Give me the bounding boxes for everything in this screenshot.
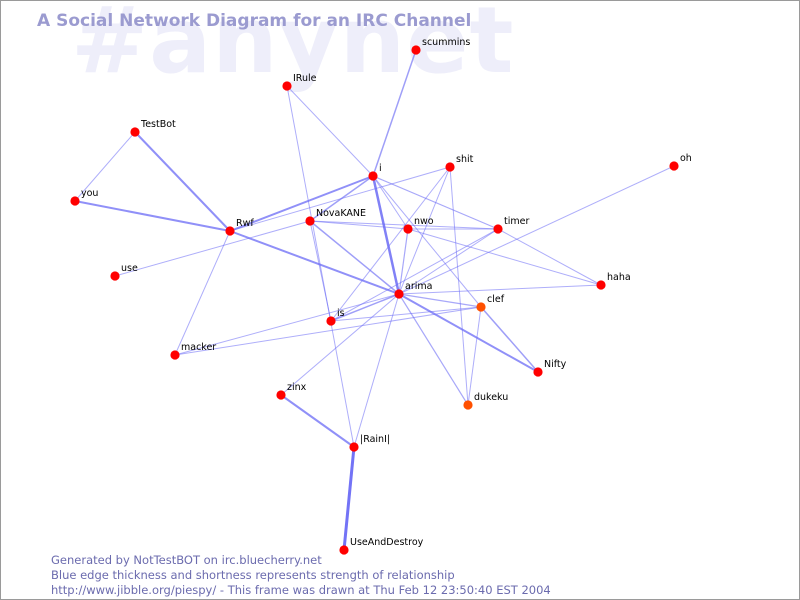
- node-label-scummins: scummins: [422, 37, 470, 48]
- edge-you-Rwf: [74, 200, 231, 232]
- edge-arima-IRainI: [353, 293, 400, 448]
- node-label-macker: macker: [181, 342, 216, 353]
- node-label-haha: haha: [607, 272, 631, 283]
- edge-is-clef: [330, 306, 482, 322]
- edge-IRainI-UseAndDestroy: [342, 446, 356, 551]
- node-label-use: use: [121, 263, 138, 274]
- edge-Rwf-macker: [174, 230, 231, 356]
- edge-arima-zinx: [280, 293, 400, 396]
- node-dukeku[interactable]: [463, 400, 473, 410]
- node-NovaKANE[interactable]: [305, 216, 315, 226]
- node-macker[interactable]: [170, 350, 180, 360]
- footer-url-timestamp: http://www.jibble.org/piespy/ - This fra…: [51, 583, 551, 597]
- edge-arima-haha: [398, 284, 602, 295]
- edge-timer-haha: [497, 228, 602, 286]
- edge-shit-is: [330, 166, 451, 322]
- edge-Rwf-arima: [229, 230, 400, 295]
- node-label-Rwf: Rwf: [236, 218, 254, 229]
- node-label-timer: timer: [504, 216, 529, 227]
- node-TestBot[interactable]: [130, 127, 140, 137]
- edge-IRule-IRainI: [286, 85, 355, 448]
- node-Nifty[interactable]: [533, 367, 543, 377]
- edge-i-clef: [372, 175, 482, 308]
- edge-NovaKANE-timer: [309, 220, 499, 230]
- edge-macker-clef: [174, 306, 482, 356]
- edge-i-nwo: [372, 175, 409, 230]
- node-you[interactable]: [70, 196, 80, 206]
- edge-Rwf-i: [229, 175, 374, 232]
- diagram-title: A Social Network Diagram for an IRC Chan…: [37, 11, 472, 31]
- channel-watermark: #anynet: [71, 0, 515, 94]
- edge-timer-arima: [398, 228, 499, 295]
- node-label-i: i: [379, 163, 382, 174]
- node-arima[interactable]: [394, 289, 404, 299]
- node-use[interactable]: [110, 271, 120, 281]
- edge-NovaKANE-nwo: [309, 220, 409, 230]
- edge-zinx-IRainI: [280, 394, 355, 448]
- node-is[interactable]: [326, 316, 336, 326]
- node-label-nwo: nwo: [414, 216, 434, 227]
- edge-IRule-i: [286, 85, 374, 177]
- edge-is-arima: [330, 293, 400, 322]
- edge-TestBot-Rwf: [134, 131, 231, 232]
- edge-use-NovaKANE: [114, 220, 311, 277]
- node-UseAndDestroy[interactable]: [339, 545, 349, 555]
- footer: Generated by NotTestBOT on irc.bluecherr…: [51, 553, 551, 598]
- edge-NovaKANE-arima: [309, 220, 400, 295]
- edge-nwo-haha: [407, 228, 602, 286]
- edges-layer: [74, 49, 675, 551]
- node-label-IRule: IRule: [293, 73, 317, 84]
- node-IRainI[interactable]: [349, 442, 359, 452]
- node-label-UseAndDestroy: UseAndDestroy: [350, 537, 424, 548]
- node-label-TestBot: TestBot: [140, 119, 176, 130]
- node-IRule[interactable]: [282, 81, 292, 91]
- edge-shit-Rwf: [229, 166, 451, 232]
- edge-arima-dukeku: [398, 293, 469, 406]
- node-label-zinx: zinx: [287, 382, 307, 393]
- edge-clef-Nifty: [480, 306, 539, 373]
- edge-shit-dukeku: [449, 166, 469, 406]
- node-zinx[interactable]: [276, 390, 286, 400]
- node-label-clef: clef: [487, 294, 505, 305]
- edge-arima-Nifty: [398, 293, 539, 373]
- node-i[interactable]: [368, 171, 378, 181]
- node-label-you: you: [81, 188, 98, 199]
- node-Rwf[interactable]: [225, 226, 235, 236]
- node-label-dukeku: dukeku: [474, 392, 508, 403]
- node-label-shit: shit: [456, 154, 474, 165]
- edge-timer-is: [330, 228, 499, 322]
- node-clef[interactable]: [476, 302, 486, 312]
- node-label-arima: arima: [405, 281, 432, 292]
- node-label-IRainI: |RainI|: [360, 434, 390, 445]
- edge-scummins-i: [372, 49, 417, 177]
- edge-macker-arima: [174, 293, 400, 356]
- node-oh[interactable]: [669, 161, 679, 171]
- node-nwo[interactable]: [403, 224, 413, 234]
- node-label-Nifty: Nifty: [544, 359, 567, 370]
- edge-shit-arima: [398, 166, 451, 295]
- edge-NovaKANE-is: [309, 220, 332, 322]
- edge-oh-arima: [398, 165, 675, 295]
- footer-generated-by: Generated by NotTestBOT on irc.bluecherr…: [51, 553, 322, 567]
- node-shit[interactable]: [445, 162, 455, 172]
- edge-clef-dukeku: [467, 306, 482, 406]
- edge-arima-clef: [398, 293, 482, 308]
- node-timer[interactable]: [493, 224, 503, 234]
- node-scummins[interactable]: [411, 45, 421, 55]
- node-haha[interactable]: [596, 280, 606, 290]
- edge-i-arima: [371, 175, 401, 295]
- footer-legend-note: Blue edge thickness and shortness repres…: [51, 568, 455, 582]
- node-label-is: is: [337, 308, 345, 319]
- node-label-oh: oh: [680, 153, 692, 164]
- edge-TestBot-you: [74, 131, 136, 202]
- node-label-NovaKANE: NovaKANE: [316, 208, 366, 219]
